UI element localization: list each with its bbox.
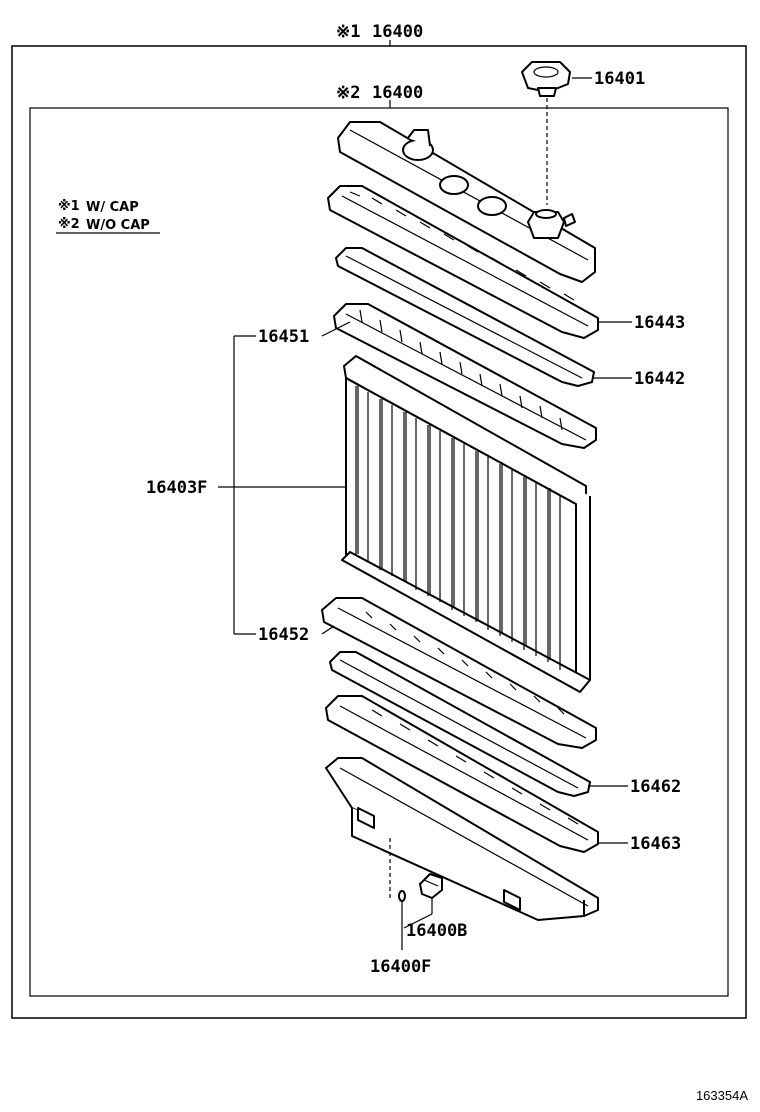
inner-assembly-label: 16400: [372, 83, 423, 103]
core-group-bracket: [218, 321, 351, 635]
upper-seal-part: [335, 247, 595, 387]
upper-tank-gasket-part: [327, 185, 599, 339]
lower-gasket-callout: 16463: [630, 834, 681, 854]
radiator-cap-part: [521, 61, 571, 97]
legend-text-1: W/ CAP: [86, 200, 139, 215]
drain-cock-part: [419, 873, 443, 899]
inner-assembly-mark: ※2: [336, 83, 360, 103]
lower-core-plate-part: [321, 597, 597, 749]
legend-mark-2: ※2: [58, 217, 80, 232]
upper-tank-part: [337, 121, 596, 283]
cap-callout: 16401: [594, 69, 645, 89]
legend: ※1 W/ CAP ※2 W/O CAP: [56, 199, 160, 234]
outer-assembly-frame: [11, 45, 747, 1019]
upper-gasket-callout: 16443: [634, 313, 685, 333]
outer-assembly-label: 16400: [372, 22, 423, 42]
inner-assembly-frame: [29, 107, 729, 997]
outer-assembly-mark: ※1: [336, 22, 360, 42]
upper-core-plate-callout: 16451: [258, 327, 309, 347]
drain-plug-part: [398, 890, 406, 902]
lower-tank-part: [325, 757, 599, 921]
core-callout: 16403F: [146, 478, 207, 498]
upper-core-plate-part: [333, 303, 597, 449]
drain-plug-callout: 16400F: [370, 957, 431, 977]
lower-seal-callout: 16462: [630, 777, 681, 797]
radiator-core-part: [341, 355, 591, 693]
lower-tank-gasket-part: [325, 695, 599, 853]
lower-seal-part: [329, 651, 591, 797]
legend-text-2: W/O CAP: [86, 218, 150, 233]
lower-core-plate-callout: 16452: [258, 625, 309, 645]
figure-number: 163354A: [696, 1088, 748, 1103]
upper-seal-callout: 16442: [634, 369, 685, 389]
legend-mark-1: ※1: [58, 199, 80, 214]
drain-cock-callout: 16400B: [406, 921, 467, 941]
